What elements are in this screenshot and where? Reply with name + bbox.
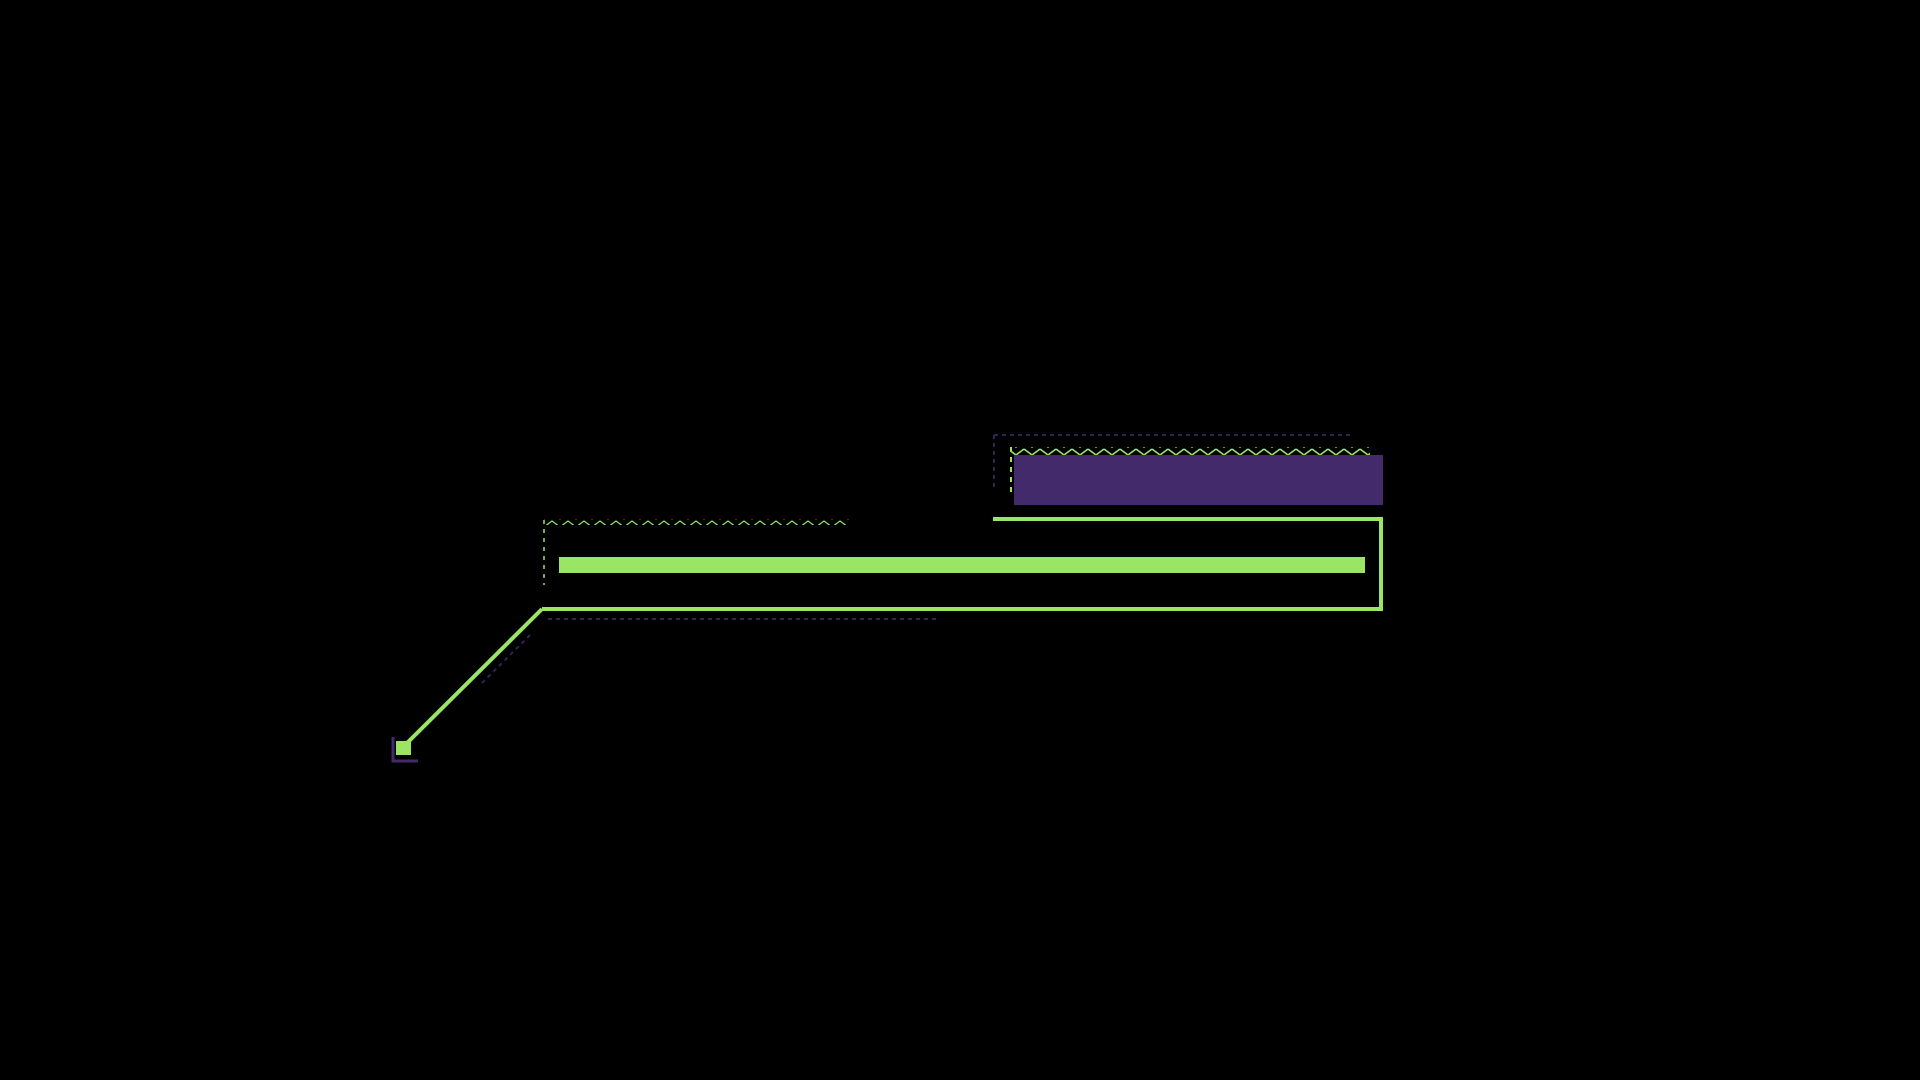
connector-line (402, 607, 544, 748)
title-block (1014, 455, 1383, 505)
anchor-bracket (391, 737, 418, 763)
anchor-point (396, 741, 411, 755)
main-frame-outline (542, 517, 1383, 611)
connector-line-shadow (479, 634, 531, 686)
title-block-chevron-strip (1010, 447, 1370, 455)
main-progress-bar (559, 557, 1365, 573)
title-block-purple-dotted-frame (993, 434, 1350, 490)
main-bar-chevron-strip (544, 519, 850, 525)
